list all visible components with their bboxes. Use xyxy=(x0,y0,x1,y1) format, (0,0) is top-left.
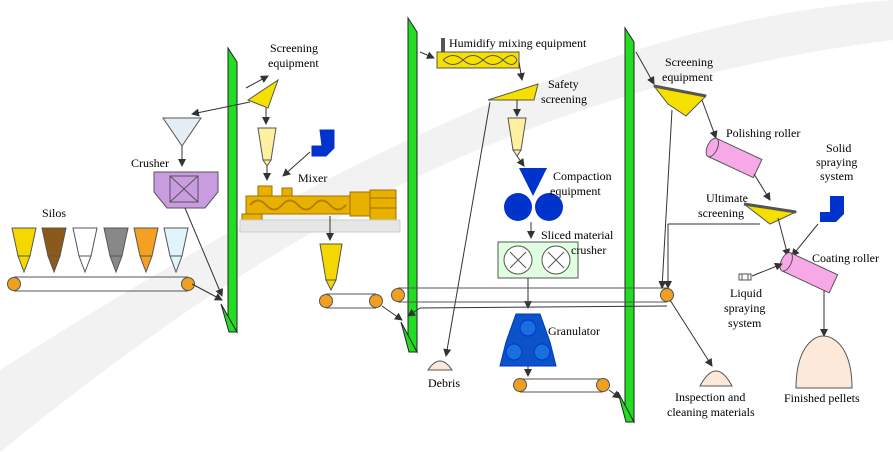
mixer-dosing-hopper xyxy=(311,129,335,157)
humidify-label: Humidify mixing equipment xyxy=(449,36,587,50)
silo-conveyor xyxy=(7,276,195,292)
liquid-spraying-nozzle xyxy=(738,273,752,281)
granulator-label: Granulator xyxy=(548,324,600,338)
safety-screening xyxy=(487,83,539,101)
compaction-roller-right xyxy=(535,193,563,221)
bucket-elevator-2 xyxy=(400,16,418,354)
coating-roller xyxy=(779,252,839,294)
humidify-mixing-equipment xyxy=(436,51,520,69)
crusher-label: Crusher xyxy=(131,156,169,170)
polishing-roller-label: Polishing roller xyxy=(726,126,800,140)
debris-label: Debris xyxy=(428,376,460,390)
mixer-conveyor xyxy=(319,293,383,309)
compaction-label-2: equipment xyxy=(550,184,601,198)
polishing-roller xyxy=(705,137,763,179)
screening-equipment-1 xyxy=(246,78,279,109)
inspection-pile xyxy=(699,370,733,387)
granulator-conveyor xyxy=(513,378,610,393)
crusher-hopper xyxy=(162,117,202,147)
compaction-roller-left xyxy=(504,193,532,221)
compaction-label: Compaction xyxy=(553,169,612,183)
bucket-elevator-1 xyxy=(220,46,238,334)
return-conveyor xyxy=(391,287,674,303)
crusher xyxy=(153,171,219,209)
sliced-material-crusher xyxy=(497,241,579,279)
hopper-2 xyxy=(507,117,527,151)
mixer-discharge-hopper xyxy=(319,243,343,281)
bucket-elevator-3 xyxy=(617,26,635,424)
silos-label: Silos xyxy=(42,206,66,220)
hopper-1 xyxy=(257,127,277,161)
mixer xyxy=(239,185,401,233)
silos xyxy=(11,227,189,274)
solid-spraying-hopper xyxy=(820,196,844,222)
compaction-hopper xyxy=(519,168,547,196)
debris-pile xyxy=(427,360,453,371)
mixer-label: Mixer xyxy=(298,171,327,185)
finished-pellets-label: Finished pellets xyxy=(784,391,860,405)
coating-roller-label: Coating roller xyxy=(812,251,879,265)
finished-pellets-pile xyxy=(795,335,853,389)
